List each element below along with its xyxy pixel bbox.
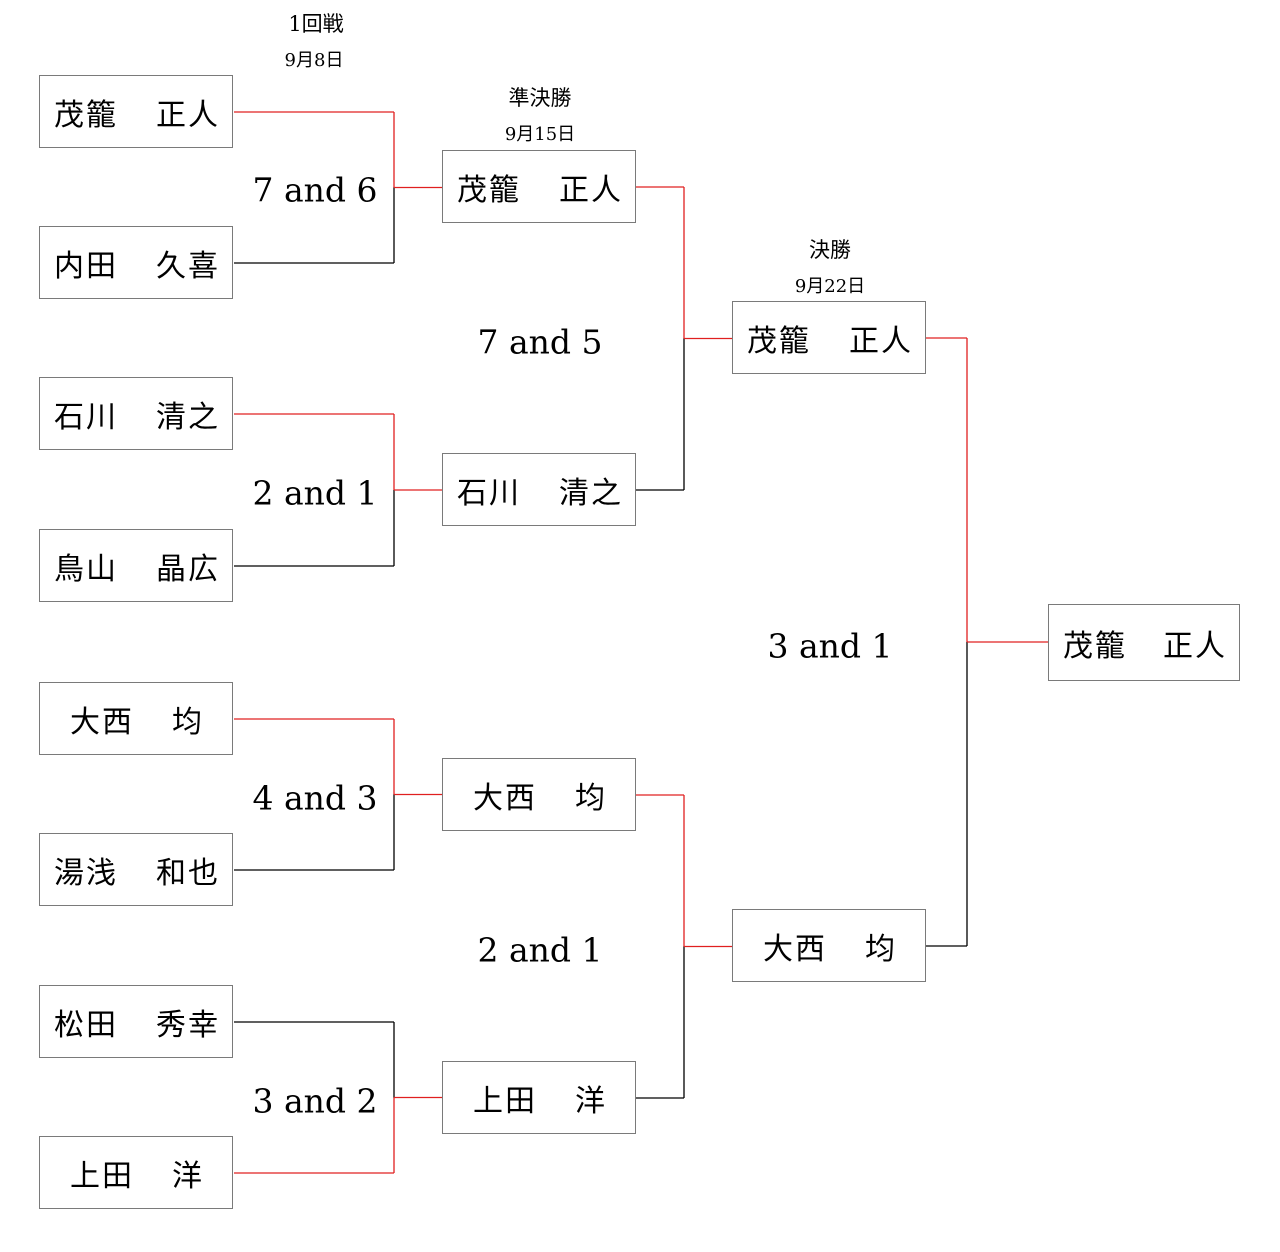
player-box-r1-3: 石川 清之	[39, 377, 233, 450]
player-given-name: 清之	[156, 399, 220, 435]
player-box-r1-6: 湯浅 和也	[39, 833, 233, 906]
semifinal-date: 9月15日	[504, 124, 576, 145]
player-given-name: 秀幸	[156, 1007, 220, 1043]
player-family-name: 茂籠	[1063, 628, 1127, 664]
player-family-name: 鳥山	[54, 551, 118, 587]
final-date: 9月22日	[794, 276, 866, 297]
player-family-name: 大西	[763, 931, 827, 967]
player-family-name: 茂籠	[457, 172, 521, 208]
semifinal-label: 準決勝	[508, 86, 572, 110]
player-family-name: 石川	[457, 475, 521, 511]
player-given-name: 洋	[575, 1083, 607, 1119]
player-given-name: 久喜	[156, 248, 220, 284]
player-box-sf-3: 大西 均	[442, 758, 636, 831]
final-label: 決勝	[809, 238, 851, 262]
player-family-name: 上田	[70, 1158, 134, 1194]
score-sf-1: 7 and 5	[477, 322, 603, 362]
player-family-name: 大西	[70, 704, 134, 740]
player-family-name: 大西	[473, 780, 537, 816]
player-family-name: 湯浅	[54, 855, 118, 891]
player-given-name: 和也	[156, 855, 220, 891]
player-given-name: 均	[575, 780, 607, 816]
player-family-name: 内田	[54, 248, 118, 284]
player-given-name: 均	[865, 931, 897, 967]
player-given-name: 正人	[1163, 628, 1227, 664]
round-1-date: 9月8日	[284, 50, 344, 71]
player-box-sf-4: 上田 洋	[442, 1061, 636, 1134]
player-given-name: 晶広	[156, 551, 220, 587]
score-r1-2: 2 and 1	[252, 473, 378, 513]
round-1-label: 1回戦	[288, 12, 344, 36]
player-family-name: 石川	[54, 399, 118, 435]
player-given-name: 正人	[849, 323, 913, 359]
player-box-final-2: 大西 均	[732, 909, 926, 982]
player-family-name: 茂籠	[54, 97, 118, 133]
player-box-r1-5: 大西 均	[39, 682, 233, 755]
player-given-name: 正人	[559, 172, 623, 208]
player-family-name: 茂籠	[747, 323, 811, 359]
score-r1-1: 7 and 6	[252, 170, 378, 210]
player-family-name: 松田	[54, 1007, 118, 1043]
player-family-name: 上田	[473, 1083, 537, 1119]
player-box-r1-4: 鳥山 晶広	[39, 529, 233, 602]
player-given-name: 洋	[172, 1158, 204, 1194]
player-box-r1-7: 松田 秀幸	[39, 985, 233, 1058]
player-given-name: 均	[172, 704, 204, 740]
score-sf-2: 2 and 1	[477, 930, 603, 970]
score-r1-3: 4 and 3	[252, 778, 378, 818]
score-r1-4: 3 and 2	[252, 1081, 378, 1121]
player-box-sf-1: 茂籠 正人	[442, 150, 636, 223]
player-box-r1-8: 上田 洋	[39, 1136, 233, 1209]
champion-box: 茂籠 正人	[1048, 604, 1240, 681]
player-given-name: 正人	[156, 97, 220, 133]
player-box-r1-2: 内田 久喜	[39, 226, 233, 299]
player-box-r1-1: 茂籠 正人	[39, 75, 233, 148]
score-final: 3 and 1	[767, 626, 893, 666]
player-box-final-1: 茂籠 正人	[732, 301, 926, 374]
player-given-name: 清之	[559, 475, 623, 511]
player-box-sf-2: 石川 清之	[442, 453, 636, 526]
